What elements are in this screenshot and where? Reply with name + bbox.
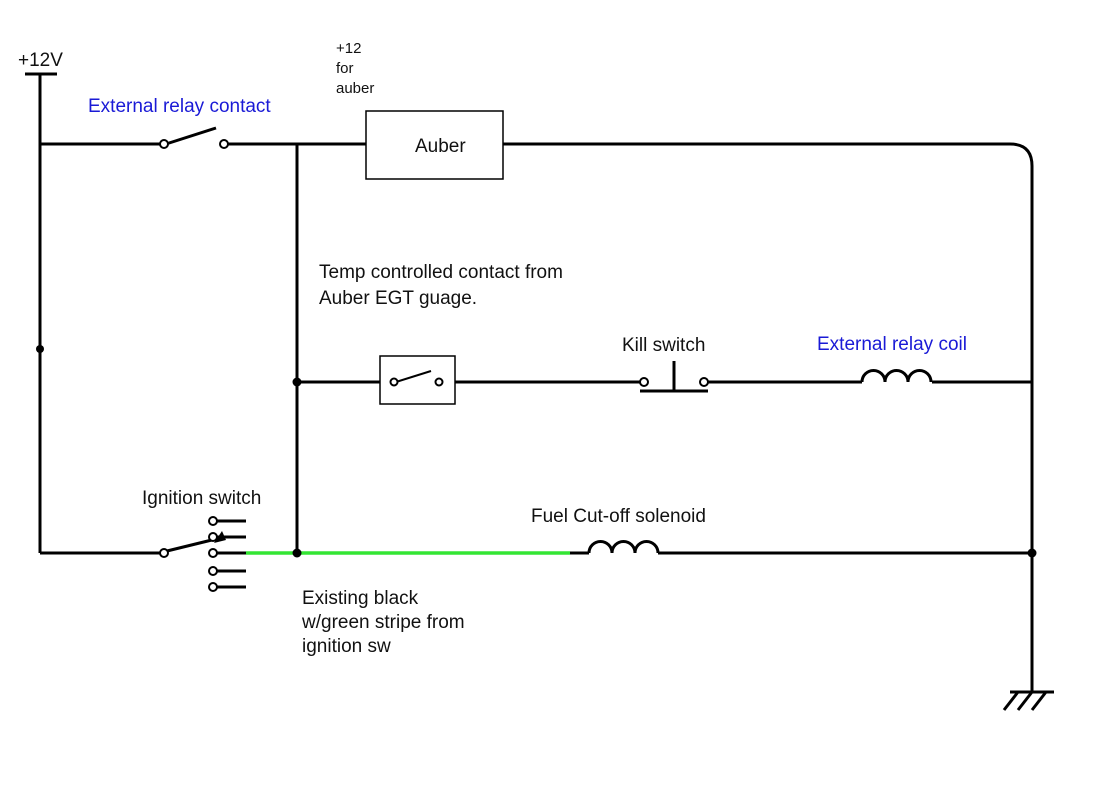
temp-contact-line-1: Temp controlled contact from	[319, 262, 563, 283]
ext-relay-contact-label: External relay contact	[88, 96, 271, 117]
ignition-switch-label: Ignition switch	[142, 488, 261, 509]
fuel-solenoid-label: Fuel Cut-off solenoid	[531, 506, 706, 527]
junction-dots	[36, 345, 1037, 558]
junction-dot	[292, 377, 302, 387]
kill-switch-pushbutton-icon	[639, 361, 709, 393]
kill-switch-label: Kill switch	[622, 335, 705, 356]
temp-contact-line-2: Auber EGT guage.	[319, 288, 477, 309]
junction-dot	[1027, 548, 1037, 558]
existing-wire-line-2: w/green stripe from	[301, 612, 465, 633]
aux-note-line-3: auber	[336, 80, 374, 97]
auber-label: Auber	[415, 136, 466, 157]
junction-dot	[36, 345, 44, 353]
existing-wire-line-3: ignition sw	[302, 636, 391, 657]
auber-box	[365, 110, 504, 180]
existing-wire-line-1: Existing black	[302, 588, 419, 609]
ignition-switch-icon	[159, 516, 246, 592]
ext-relay-contact-switch-icon	[159, 126, 229, 149]
fuel-solenoid-coil-icon	[587, 540, 660, 554]
aux-note-line-2: for	[336, 60, 354, 77]
temp-contact-switch-icon	[379, 355, 456, 405]
junction-dot	[292, 548, 302, 558]
aux-note-line-1: +12	[336, 40, 361, 57]
wires	[25, 72, 1034, 692]
ext-relay-coil-icon	[860, 369, 933, 383]
ground-icon	[1002, 690, 1054, 711]
wire-top-right	[503, 142, 1034, 692]
ext-relay-coil-label: External relay coil	[817, 334, 967, 355]
supply-label: +12V	[18, 50, 63, 71]
